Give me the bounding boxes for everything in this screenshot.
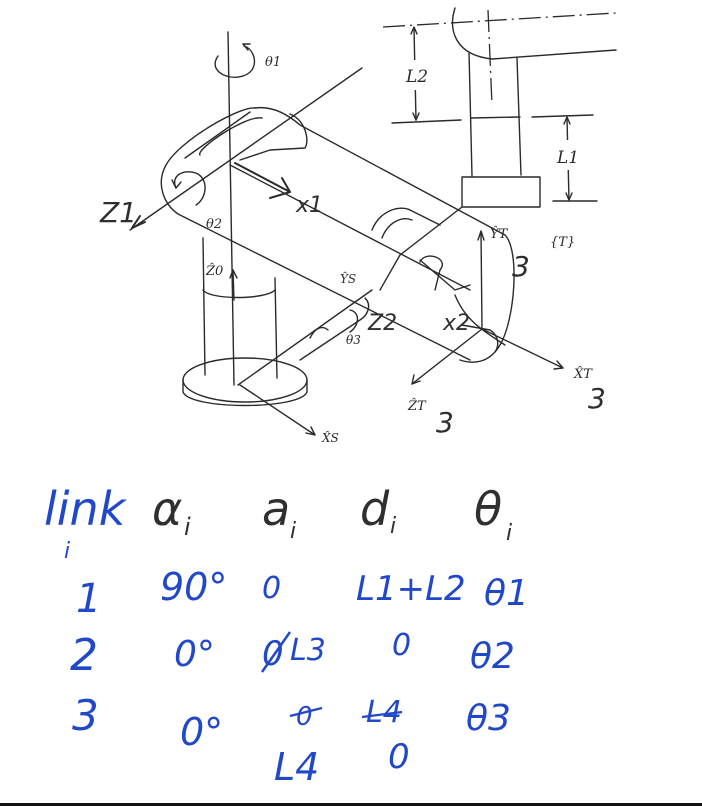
row3-a-struck: 0 xyxy=(296,702,313,732)
row3-link: 3 xyxy=(72,691,99,740)
hand-z1: Z1 xyxy=(99,196,137,229)
row3-theta: θ3 xyxy=(466,698,511,739)
row2-a: L3 xyxy=(290,633,326,668)
header-theta: θ xyxy=(474,482,502,536)
row3-a: L4 xyxy=(274,745,319,789)
label-frame-T: {T} xyxy=(550,235,575,250)
bottom-border-line xyxy=(0,803,702,806)
row2-d: 0 xyxy=(392,628,411,663)
row3-alpha: 0° xyxy=(180,710,223,754)
dh-table-row-3: 3 0° 0 L4 L4 0 θ3 xyxy=(72,691,511,789)
row1-theta: θ1 xyxy=(484,573,529,614)
isometric-robot-drawing: θ1 θ2 Ẑ0 θ3 ŶS xyxy=(129,31,515,445)
header-alpha: α xyxy=(152,482,182,536)
row1-link: 1 xyxy=(76,576,101,622)
hand-x3: 3 xyxy=(588,382,606,415)
header-d-sub: i xyxy=(390,514,396,539)
row2-theta: θ2 xyxy=(470,636,515,677)
row1-alpha: 90° xyxy=(160,565,227,609)
header-theta-sub: i xyxy=(506,521,512,546)
handwritten-frame-labels: Z1 x1 Z2 x2 3 3 3 xyxy=(99,193,606,439)
tool-frame: ŶT {T} X̂T ẐT xyxy=(407,226,593,414)
label-Zt: ẐT xyxy=(407,398,427,414)
row1-a: 0 xyxy=(262,571,281,606)
header-alpha-sub: i xyxy=(184,513,191,541)
header-a: a xyxy=(262,482,290,536)
row2-link: 2 xyxy=(70,630,98,681)
label-L1: L1 xyxy=(556,148,579,168)
dh-table-header: link i α i a i d i θ i xyxy=(44,482,512,564)
row2-alpha: 0° xyxy=(174,634,215,675)
header-link: link xyxy=(44,482,128,536)
dh-table-row-1: 1 90° 0 L1+L2 θ1 xyxy=(76,565,529,622)
hand-z2: Z2 xyxy=(367,311,397,336)
label-Ys: ŶS xyxy=(340,271,356,286)
label-Xs: X̂S xyxy=(321,430,339,445)
hand-x1: x1 xyxy=(295,193,323,218)
hand-x2: x2 xyxy=(442,311,470,336)
header-d: d xyxy=(360,482,390,536)
row1-d: L1+L2 xyxy=(356,569,466,609)
label-theta1: θ1 xyxy=(265,55,281,70)
label-Z0: Ẑ0 xyxy=(205,263,223,279)
dh-table-row-2: 2 0° 0 L3 0 θ2 xyxy=(70,628,515,681)
label-Yt: ŶT xyxy=(490,226,509,242)
hand-z3: 3 xyxy=(436,406,454,439)
label-Xt: X̂T xyxy=(573,366,593,382)
label-L2: L2 xyxy=(405,67,428,87)
hand-y3: 3 xyxy=(512,250,530,283)
header-a-sub: i xyxy=(290,519,296,544)
label-theta3: θ3 xyxy=(346,333,361,347)
header-link-sub: i xyxy=(64,539,70,564)
label-theta2: θ2 xyxy=(206,217,222,232)
row3-d: 0 xyxy=(388,737,410,777)
side-view-drawing: L2 L1 xyxy=(382,7,617,256)
